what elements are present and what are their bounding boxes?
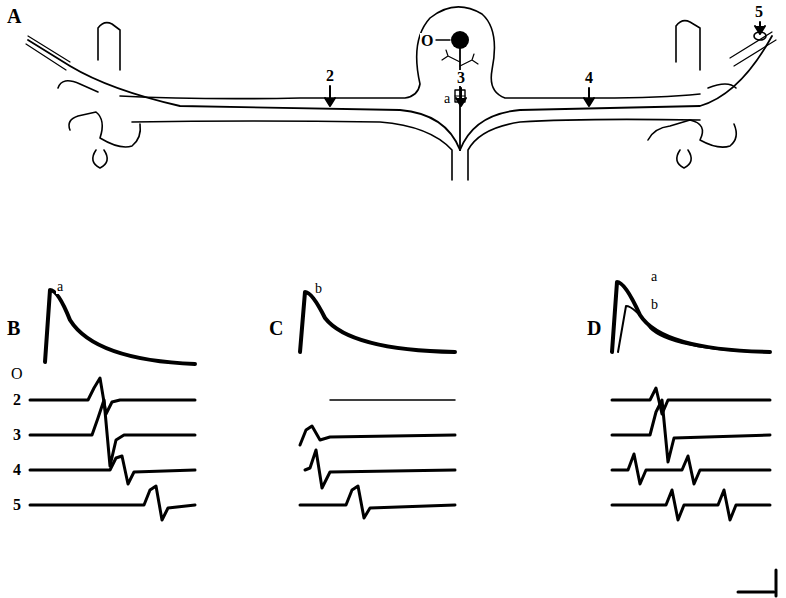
- electrode-label: a: [443, 92, 451, 106]
- trace-label: 5: [12, 497, 22, 513]
- trace-label: 3: [12, 427, 22, 443]
- neuron: [28, 31, 772, 150]
- callout-number: 4: [584, 70, 594, 86]
- panel-letter: D: [586, 318, 602, 338]
- callout-number: 5: [754, 4, 764, 20]
- callout-number: 3: [456, 70, 466, 86]
- traces-d: [612, 282, 770, 520]
- nerve-cord: [26, 7, 776, 180]
- trace-label: O: [10, 366, 24, 382]
- traces-c: [300, 292, 455, 518]
- panel-letter: B: [6, 318, 21, 338]
- trace-label: a: [650, 270, 658, 284]
- callout-number: 2: [325, 68, 335, 84]
- scale-bars: [738, 570, 776, 596]
- trace-label: a: [56, 280, 64, 294]
- panel-letter: A: [6, 6, 22, 26]
- trace-label: b: [314, 282, 323, 296]
- neuron-label: O: [420, 33, 434, 49]
- trace-label: b: [650, 298, 659, 312]
- trace-label: 2: [12, 392, 22, 408]
- traces-b: [30, 290, 195, 520]
- trace-label: 4: [12, 462, 22, 478]
- recording-arrows: [325, 22, 765, 106]
- panel-letter: C: [268, 318, 284, 338]
